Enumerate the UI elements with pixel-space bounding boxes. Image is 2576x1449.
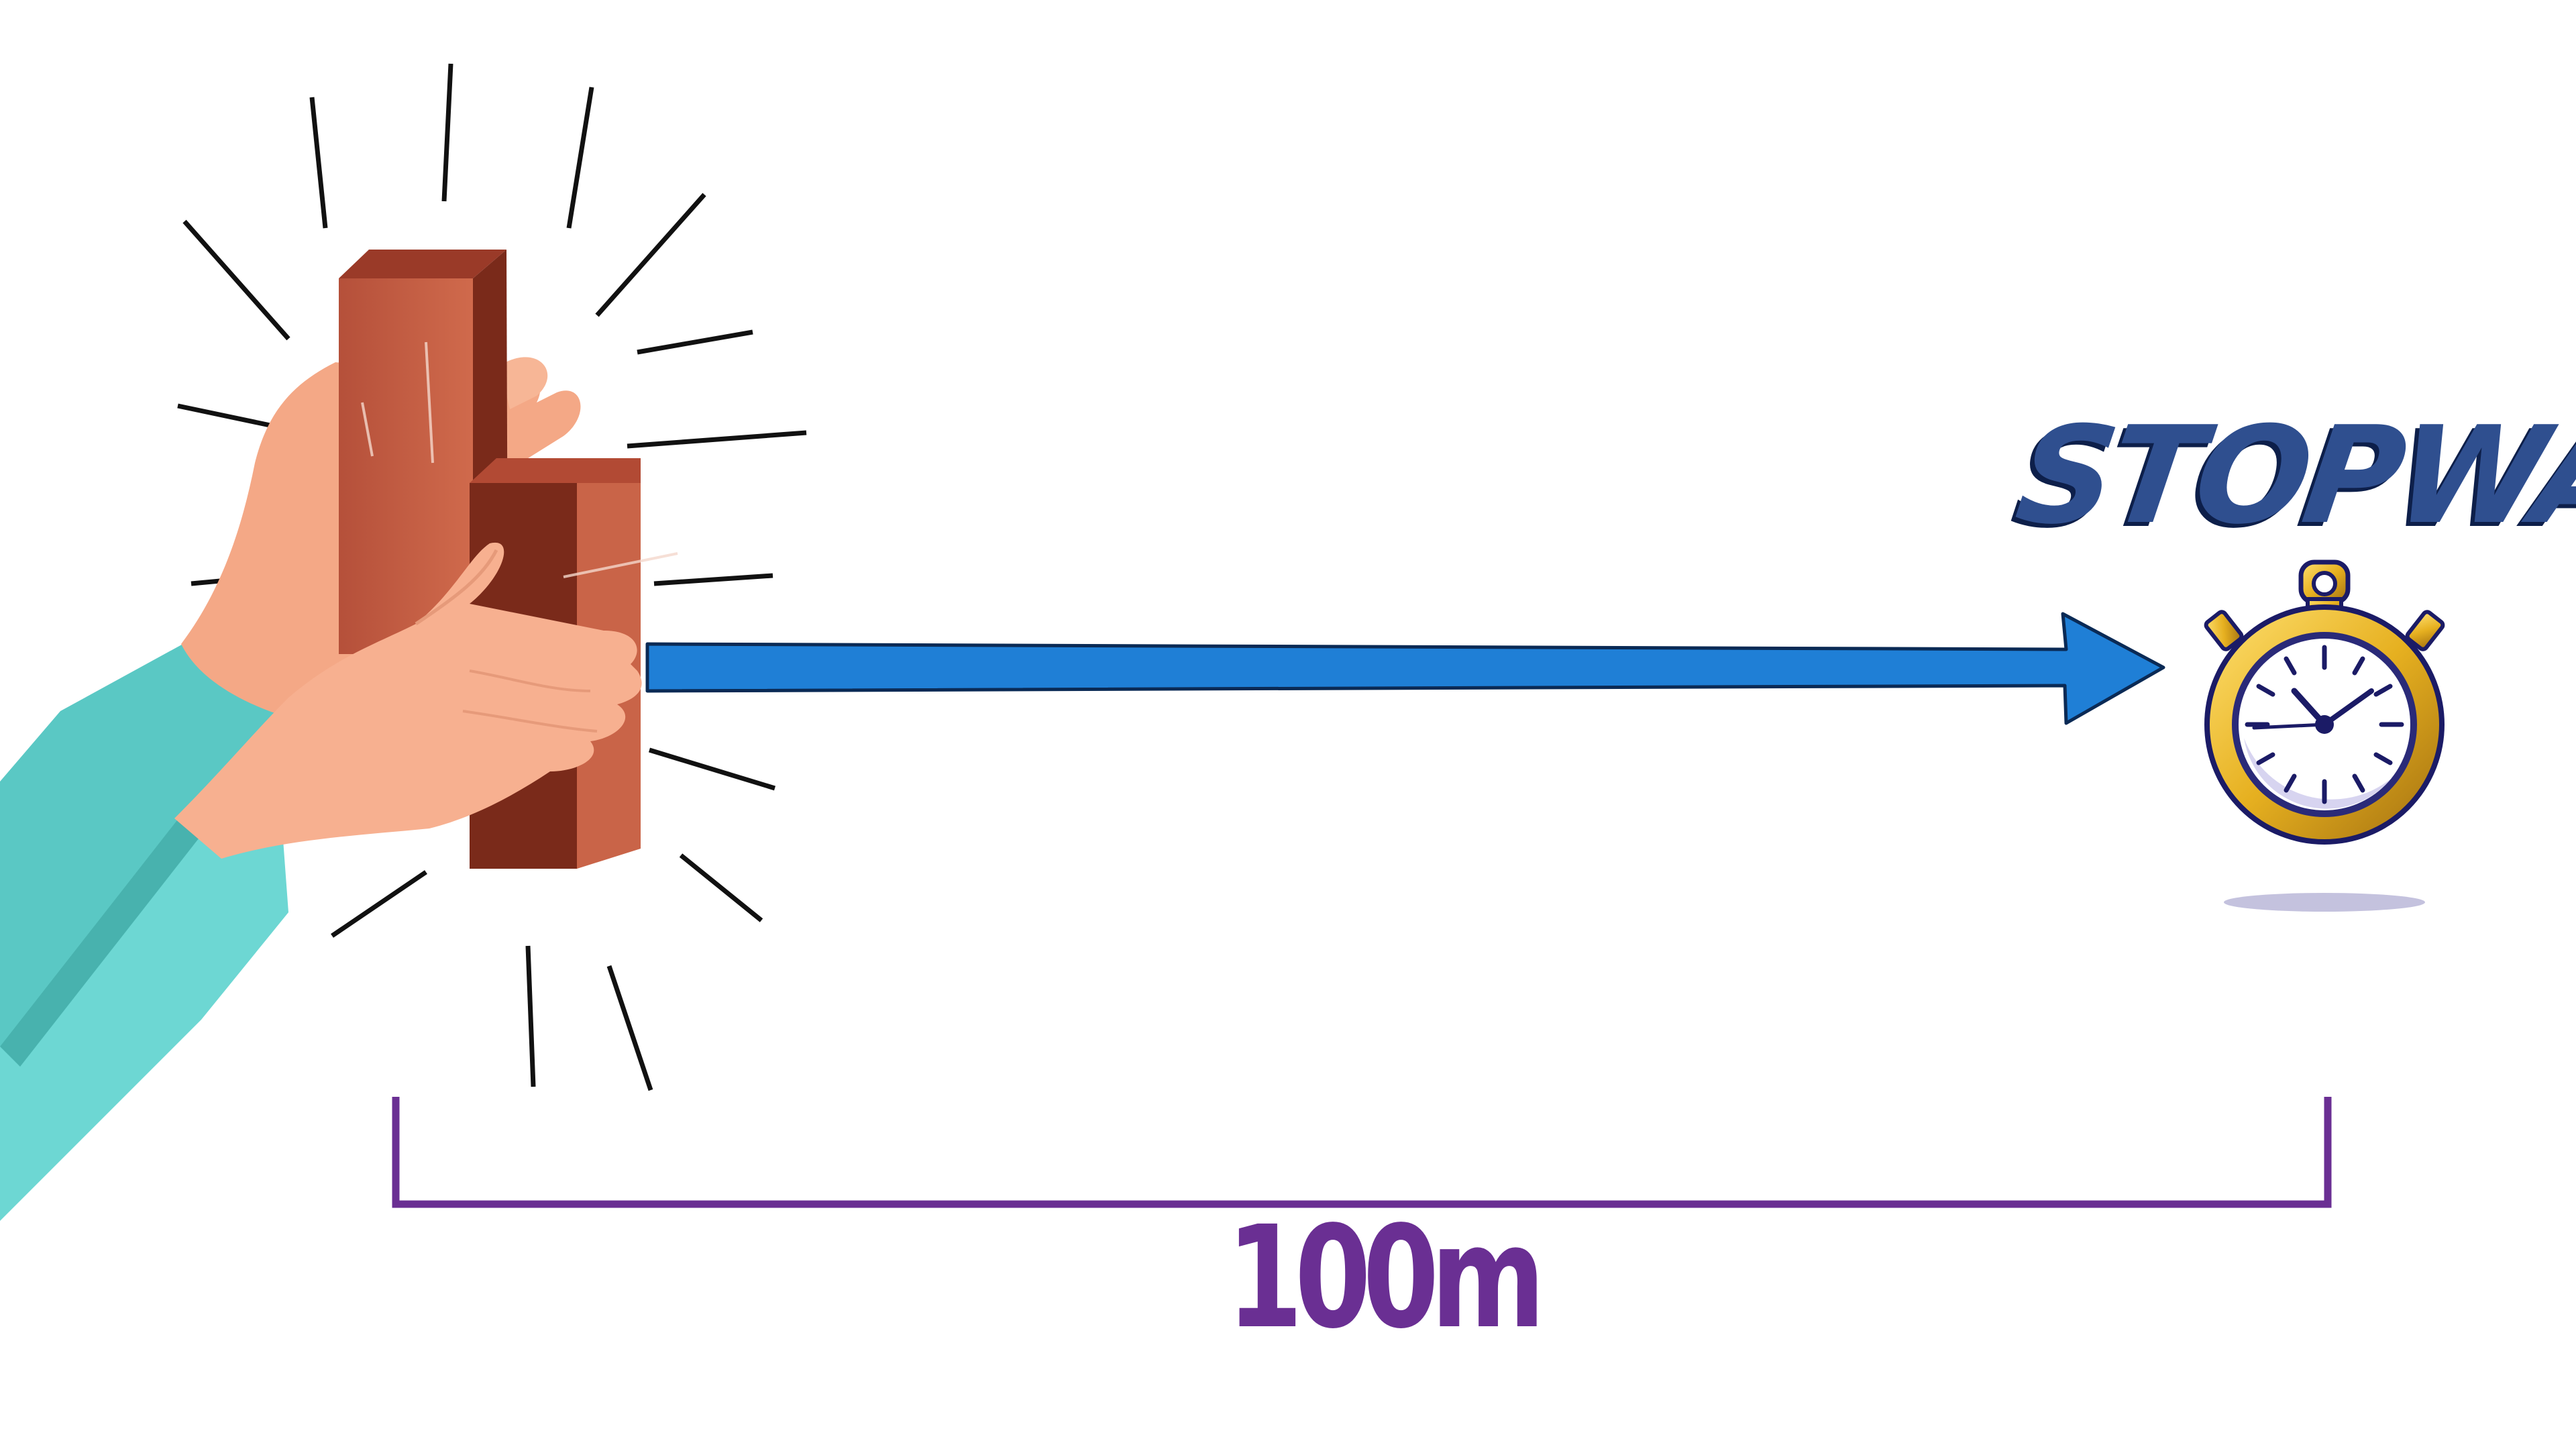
front-hand xyxy=(174,542,642,859)
sleeves xyxy=(0,634,315,1221)
distance-bracket xyxy=(392,1097,2332,1208)
stopwatch-title: STOPWATCH xyxy=(2008,398,2576,554)
stopwatch-icon xyxy=(2204,559,2445,912)
distance-label: 100m xyxy=(1226,1195,1545,1360)
motion-arrow xyxy=(645,612,2165,725)
